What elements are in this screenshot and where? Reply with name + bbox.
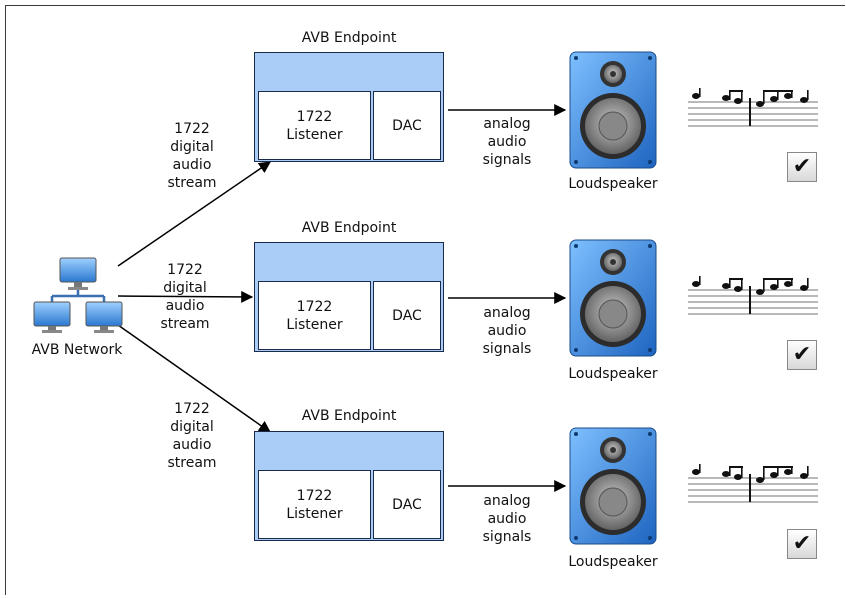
- listener-box: 1722 Listener: [258, 281, 371, 350]
- dac-box: DAC: [373, 91, 441, 160]
- listener-box: 1722 Listener: [258, 470, 371, 539]
- network-icon: [32, 256, 124, 336]
- endpoint-title: AVB Endpoint: [254, 30, 444, 46]
- loudspeaker-icon: [568, 238, 658, 358]
- stream-label-3: 1722 digital audio stream: [157, 400, 227, 472]
- speaker-label: Loudspeaker: [558, 366, 668, 382]
- avb-endpoint: 1722 Listener DAC: [254, 242, 444, 352]
- checkmark-icon: ✔: [787, 340, 817, 370]
- checkmark-icon: ✔: [787, 529, 817, 559]
- dac-box: DAC: [373, 281, 441, 350]
- network-label: AVB Network: [22, 341, 132, 359]
- signal-label-2: analog audio signals: [472, 304, 542, 358]
- stream-label-1: 1722 digital audio stream: [157, 120, 227, 192]
- music-notes-icon: [688, 88, 818, 128]
- listener-box: 1722 Listener: [258, 91, 371, 160]
- signal-label-1: analog audio signals: [472, 115, 542, 169]
- endpoint-title: AVB Endpoint: [254, 408, 444, 424]
- signal-label-3: analog audio signals: [472, 492, 542, 546]
- checkmark-icon: ✔: [787, 152, 817, 182]
- speaker-label: Loudspeaker: [558, 554, 668, 570]
- music-notes-icon: [688, 464, 818, 504]
- avb-endpoint: 1722 Listener DAC: [254, 52, 444, 162]
- dac-box: DAC: [373, 470, 441, 539]
- music-notes-icon: [688, 276, 818, 316]
- speaker-label: Loudspeaker: [558, 176, 668, 192]
- endpoint-title: AVB Endpoint: [254, 220, 444, 236]
- loudspeaker-icon: [568, 50, 658, 170]
- stream-label-2: 1722 digital audio stream: [150, 261, 220, 333]
- loudspeaker-icon: [568, 426, 658, 546]
- avb-endpoint: 1722 Listener DAC: [254, 431, 444, 541]
